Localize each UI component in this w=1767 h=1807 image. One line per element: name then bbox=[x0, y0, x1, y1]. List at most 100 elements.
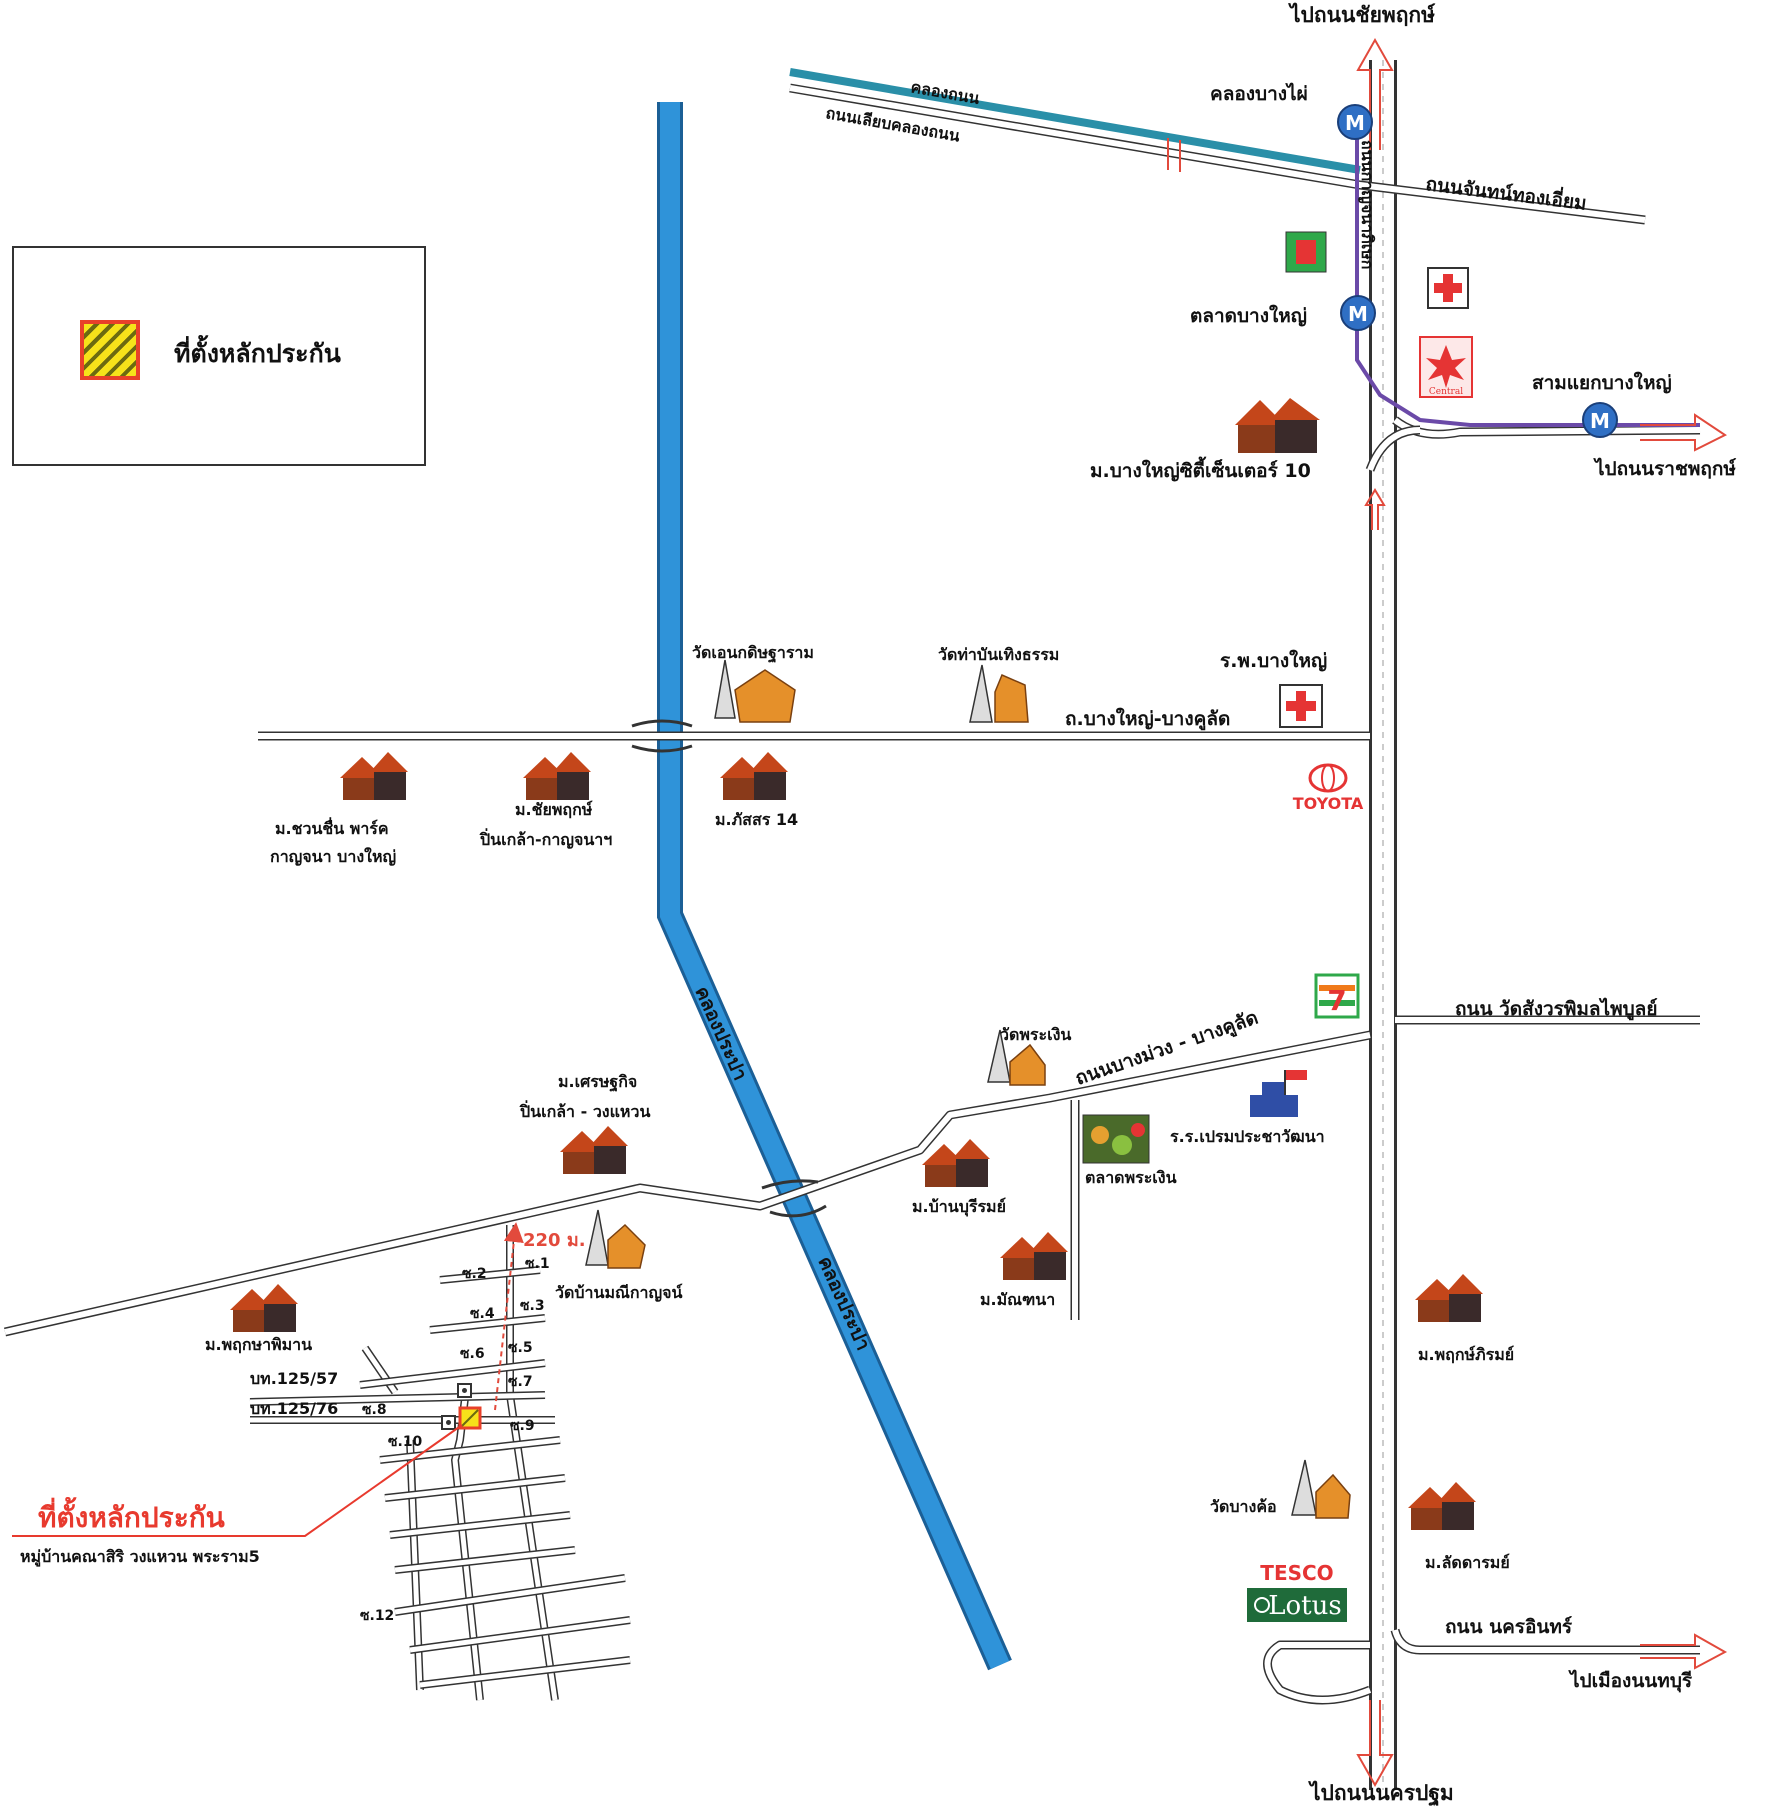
arrow-interchange bbox=[1364, 488, 1386, 530]
nakhon-in-loop-fill bbox=[1264, 1642, 1372, 1703]
label-phatsorn: ม.ภัสสร 14 bbox=[715, 810, 798, 829]
label-plot-2: บท.125/76 bbox=[250, 1399, 338, 1418]
market-logo-icon bbox=[1285, 231, 1327, 273]
temple-wat-bang-kho-icon bbox=[1291, 1459, 1351, 1519]
bang-muang-bang-khu-rat-road-fill bbox=[4, 1032, 1371, 1335]
house-setthakit-icon bbox=[560, 1126, 628, 1174]
collateral-location-swatch bbox=[80, 320, 140, 380]
temple-wat-en-icon bbox=[714, 659, 796, 723]
label-rd-nakhon-in: ถนน นครอินทร์ bbox=[1445, 1616, 1573, 1638]
temple-wat-tha-icon bbox=[969, 664, 1029, 723]
label-sam-yaek-bang-yai: สามแยกบางใหญ่ bbox=[1532, 371, 1672, 394]
label-ban-buri-rom: ม.บ้านบุรีรมย์ bbox=[912, 1197, 1006, 1217]
interchange-ramp-fill bbox=[1367, 427, 1421, 472]
svg-text:7: 7 bbox=[1327, 984, 1346, 1017]
khlong-prapa-canal-fill bbox=[660, 102, 1010, 1670]
label-talat-bang-yai: ตลาดบางใหญ่ bbox=[1190, 304, 1307, 327]
label-khlong-bang-phai: คลองบางไผ่ bbox=[1210, 82, 1308, 105]
temple-wat-ban-manee-icon bbox=[585, 1209, 646, 1269]
label-phruksa-rom: ม.พฤกษ์ภิรมย์ bbox=[1418, 1345, 1514, 1364]
label-chuan-chuen-2: กาญจนา บางใหญ่ bbox=[270, 847, 396, 867]
soi-label-1: ซ.1 bbox=[525, 1256, 550, 1272]
label-to-nonthaburi: ไปเมืองนนทบุรี bbox=[1568, 1669, 1693, 1693]
soi-label-4: ซ.4 bbox=[470, 1306, 495, 1322]
temple-wat-phra-ngoen-icon bbox=[987, 1029, 1046, 1086]
soi-label-5: ซ.5 bbox=[508, 1340, 533, 1356]
toyota-logo: TOYOTA bbox=[1293, 763, 1364, 813]
soi-label-3: ซ.3 bbox=[520, 1298, 545, 1314]
house-chuan-chuen-icon bbox=[340, 752, 408, 800]
label-hospital-bang-yai: ร.พ.บางใหญ่ bbox=[1220, 649, 1327, 672]
label-phruksa: ม.พฤกษาพิมาน bbox=[205, 1335, 312, 1354]
svg-text:TOYOTA: TOYOTA bbox=[1293, 794, 1364, 813]
label-wat-phra-ngoen: วัดพระเงิน bbox=[1000, 1025, 1071, 1044]
metro-station-bang-phai-icon: M bbox=[1337, 104, 1373, 140]
label-to-ratchaphruek: ไปถนนราชพฤกษ์ bbox=[1593, 457, 1736, 480]
label-setthakit-2: ปิ่นเกล้า - วงแหวน bbox=[519, 1100, 651, 1121]
label-chan-thong-iam: ถนนจันทน์ทองเอี่ยม bbox=[1424, 170, 1588, 215]
legend-box: ที่ตั้งหลักประกัน bbox=[12, 246, 426, 466]
tesco-lotus-logo: TESCO Lotus bbox=[1247, 1561, 1347, 1622]
label-khlong-prapa-1: คลองประปา bbox=[690, 983, 751, 1084]
house-lad-darom-icon bbox=[1408, 1482, 1476, 1530]
label-plot-1: บท.125/57 bbox=[250, 1369, 338, 1388]
label-to-chaiyaphruek: ไปถนนชัยพฤกษ์ bbox=[1288, 2, 1435, 27]
label-wat-ban-manee: วัดบ้านมณีกาญจน์ bbox=[555, 1283, 683, 1303]
label-wat-tha: วัดท่าบันเทิงธรรม bbox=[938, 645, 1059, 664]
nakhon-in-road-fill bbox=[1392, 1629, 1700, 1653]
svg-text:TESCO: TESCO bbox=[1260, 1561, 1333, 1585]
arrow-east-ratchaphruek bbox=[1640, 413, 1727, 452]
label-chuan-chuen-1: ม.ชวนชื่น พาร์ค bbox=[275, 817, 389, 838]
bridge-khlong-thanon bbox=[1167, 138, 1181, 172]
label-lad-darom: ม.ลัดดารมย์ bbox=[1425, 1553, 1510, 1572]
label-school-prem: ร.ร.เปรมประชาวัฒนา bbox=[1170, 1127, 1325, 1146]
label-khlong-thanon: คลองถนน bbox=[909, 77, 981, 108]
metro-station-talat-bang-yai-icon: M bbox=[1340, 295, 1376, 331]
label-to-nakhon-pathom: ไปถนนนครปฐม bbox=[1308, 1780, 1454, 1807]
soi-label-9: ซ.9 bbox=[510, 1418, 535, 1434]
label-montana: ม.มัณฑนา bbox=[980, 1290, 1055, 1309]
soi-label-6: ซ.6 bbox=[460, 1346, 485, 1362]
label-talat-phra-ngoen: ตลาดพระเงิน bbox=[1085, 1168, 1177, 1187]
svg-text:Central: Central bbox=[1429, 387, 1463, 397]
soi-label-2: ซ.2 bbox=[462, 1266, 487, 1282]
hospital-icon bbox=[1427, 267, 1469, 309]
label-kanchanaphisek: ถนนกาญจนาภิเษก bbox=[1357, 140, 1377, 269]
house-phatsorn-icon bbox=[720, 752, 788, 800]
khlong-prapa-canal bbox=[657, 102, 1012, 1671]
metro-station-sam-yaek-icon: M bbox=[1582, 402, 1618, 438]
label-rd-wat-sangwon: ถนน วัดสังวรพิมลไพบูลย์ bbox=[1455, 997, 1657, 1021]
legend-label: ที่ตั้งหลักประกัน bbox=[174, 339, 341, 368]
label-bang-yai-city-10: ม.บางใหญ่ซิตี้เซ็นเตอร์ 10 bbox=[1090, 456, 1311, 482]
arrow-east-nonthaburi bbox=[1640, 1633, 1728, 1670]
soi-label-7: ซ.7 bbox=[508, 1374, 533, 1390]
label-wat-bang-kho: วัดบางค้อ bbox=[1210, 1497, 1277, 1516]
svg-text:M: M bbox=[1345, 111, 1365, 135]
svg-text:M: M bbox=[1590, 409, 1610, 433]
bridge-bang-yai bbox=[631, 719, 693, 753]
arrow-south bbox=[1356, 1700, 1394, 1788]
soi-label-12: ซ.12 bbox=[360, 1608, 394, 1624]
site-pointer-line bbox=[12, 1424, 463, 1537]
house-bang-yai-city-icon bbox=[1235, 398, 1320, 453]
label-wat-en: วัดเอนกดิษฐาราม bbox=[692, 643, 814, 663]
house-chaiyaphruek-icon bbox=[523, 752, 591, 800]
soi-label-8: ซ.8 bbox=[362, 1402, 387, 1418]
label-setthakit-1: ม.เศรษฐกิจ bbox=[558, 1072, 637, 1092]
label-chaiyaphruek-1: ม.ชัยพฤกษ์ bbox=[515, 800, 593, 819]
label-site-sub: หมู่บ้านคณาสิริ วงแหวน พระราม5 bbox=[20, 1547, 260, 1568]
hospital-bang-yai-icon bbox=[1279, 684, 1323, 728]
label-rd-bang-yai-bang-khu-rat: ถ.บางใหญ่-บางคูลัด bbox=[1065, 707, 1230, 731]
bridge-bang-muang bbox=[761, 1179, 827, 1218]
thanon-liap-khlong-road-fill bbox=[789, 85, 1646, 223]
label-chaiyaphruek-2: ปิ่นเกล้า-กาญจนาฯ bbox=[479, 828, 613, 850]
house-phruksa-rom-icon bbox=[1415, 1274, 1483, 1322]
svg-text:M: M bbox=[1348, 302, 1368, 326]
label-distance-220: 220 ม. bbox=[523, 1230, 586, 1251]
seven-eleven-logo: 7 bbox=[1314, 973, 1360, 1019]
house-phruksa-icon bbox=[230, 1284, 298, 1332]
svg-text:Lotus: Lotus bbox=[1268, 1591, 1341, 1621]
ratchaphruek-road-fill bbox=[1393, 417, 1701, 438]
house-ban-buri-rom-icon bbox=[922, 1139, 990, 1187]
